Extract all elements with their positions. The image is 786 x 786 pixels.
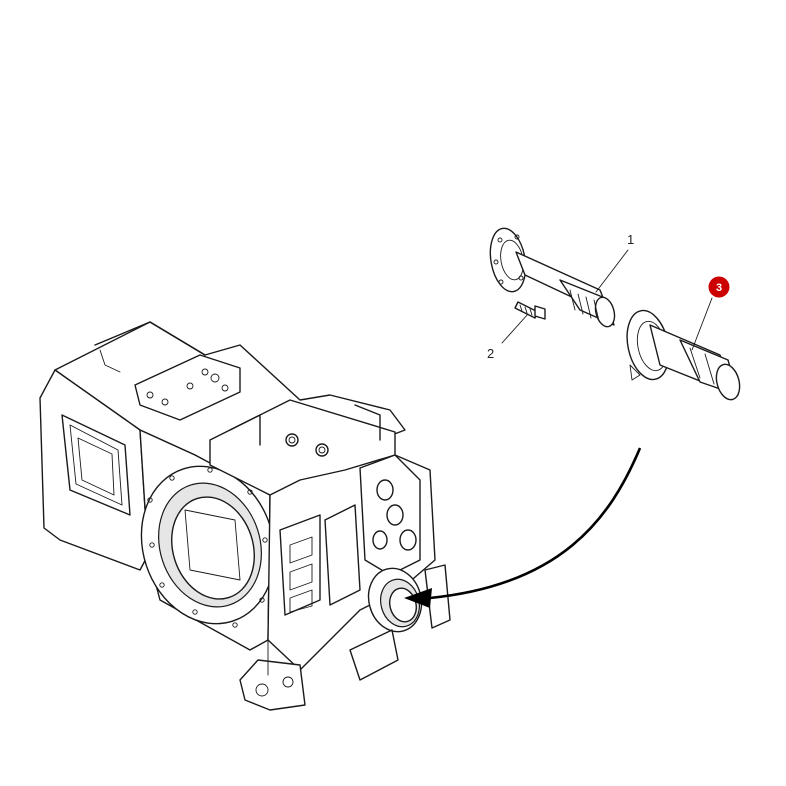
curved-arrow-icon bbox=[404, 447, 642, 608]
leader-line-3 bbox=[691, 297, 713, 351]
leader-line-2 bbox=[501, 313, 529, 344]
highlight-badge-circle bbox=[708, 276, 730, 298]
callout-1-label: 1 bbox=[627, 232, 634, 247]
callout-2-label: 2 bbox=[487, 346, 494, 361]
callout-3-label: 3 bbox=[716, 282, 722, 294]
part-1-axle-shaft bbox=[489, 227, 616, 328]
callout-3-badge[interactable]: 3 bbox=[708, 276, 730, 298]
leader-line-1 bbox=[595, 249, 629, 293]
leader-lines bbox=[501, 249, 713, 351]
part-2-bolt bbox=[514, 301, 546, 320]
part-3-bearing-carrier bbox=[626, 309, 741, 401]
transmission-housing bbox=[39, 321, 451, 711]
